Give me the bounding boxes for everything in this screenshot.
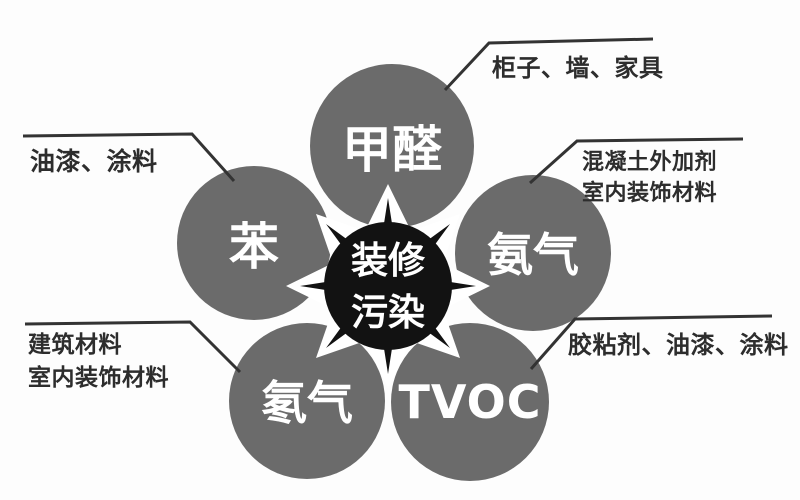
center-circle [324, 222, 452, 350]
formaldehyde-label: 甲醛 [342, 121, 442, 179]
radon-source-line1: 建筑材料 [28, 332, 122, 358]
formaldehyde-circle [310, 64, 474, 228]
radon-source-line2: 室内装饰材料 [28, 365, 169, 391]
benzene-connector-line [22, 132, 236, 182]
center-label: 装修 污染 [351, 235, 425, 339]
benzene-circle [177, 166, 331, 320]
benzene-source-label: 油漆、涂料 [30, 147, 158, 176]
tvoc-connector-line [529, 314, 773, 370]
ammonia-label: 氨气 [487, 228, 579, 282]
benzene-label: 苯 [229, 218, 279, 276]
ammonia-source-label: 混凝土外加剂 室内装饰材料 [582, 147, 717, 209]
radon-source-label: 建筑材料 室内装饰材料 [28, 329, 169, 395]
ammonia-source-line2: 室内装饰材料 [582, 181, 718, 206]
tvoc-circle [391, 323, 549, 481]
formaldehyde-connector-line [443, 37, 654, 92]
radon-connector-line [24, 320, 242, 374]
tvoc-source-label: 胶粘剂、油漆、涂料 [568, 331, 789, 359]
radon-circle [229, 323, 385, 479]
ammonia-source-line1: 混凝土外加剂 [582, 150, 718, 175]
center-label-line1: 装修 [351, 239, 425, 282]
ammonia-circle [455, 175, 611, 331]
tvoc-label: TVOC [398, 375, 542, 429]
ammonia-connector-line [529, 137, 744, 185]
center-label-line2: 污染 [351, 291, 425, 334]
radon-label: 氡气 [261, 376, 353, 430]
formaldehyde-source-label: 柜子、墙、家具 [492, 54, 664, 82]
